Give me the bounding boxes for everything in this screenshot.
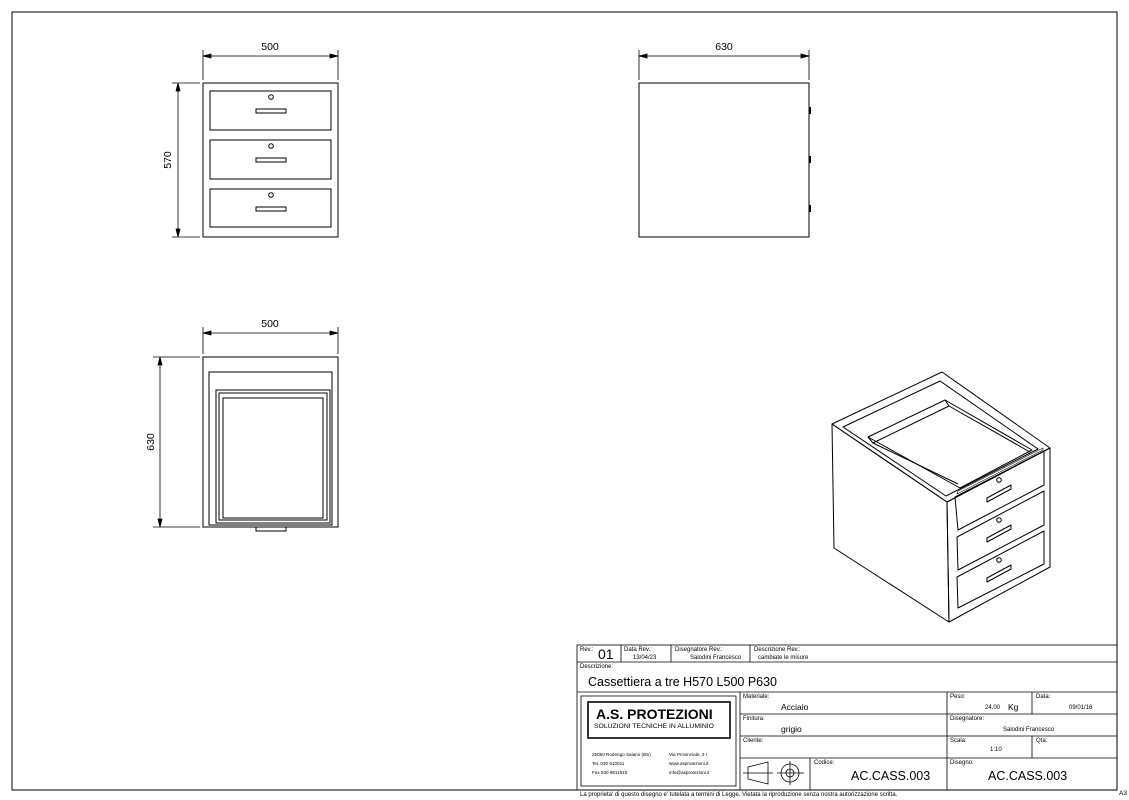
rev-date-label: Data Rev.:: [624, 647, 652, 653]
company-name: A.S. PROTEZIONI: [596, 706, 713, 722]
rev-value: 01: [598, 646, 614, 662]
company-fax: Fax 030 6811915: [592, 770, 628, 775]
title-block-grid: [576, 644, 1118, 791]
date-value: 09/01/16: [1069, 705, 1093, 711]
company-tel: Tel. 030 610011: [592, 761, 625, 766]
company-tagline: SOLUZIONI TECNICHE IN ALLUMINIO: [594, 723, 714, 730]
side-view-handles: [809, 107, 811, 212]
scale-value: 1:10: [990, 747, 1002, 753]
rev-label: Rev.:: [580, 647, 594, 653]
front-width-label: 500: [261, 41, 279, 53]
code-label: Codice:: [814, 760, 835, 766]
drawing-label: Disegno:: [950, 760, 974, 766]
qty-label: Qta:: [1036, 738, 1048, 744]
scale-label: Scala:: [950, 738, 967, 744]
side-depth-label: 630: [715, 41, 733, 53]
company-web: www.asprotezioni.it: [669, 761, 709, 766]
date-label: Data:: [1036, 694, 1051, 700]
code-value: AC.CASS.003: [851, 769, 931, 783]
material-value: Acciaio: [781, 702, 809, 712]
company-email: info@asprotezioni.it: [669, 770, 710, 775]
front-width-dimension: [202, 50, 339, 80]
rev-designer-label: Disegnatore Rev.:: [675, 647, 723, 653]
designer-value: Salodini Francesco: [1003, 727, 1055, 733]
top-view: [202, 356, 339, 532]
top-depth-label: 630: [145, 433, 157, 451]
front-height-dimension: [172, 82, 200, 238]
front-height-label: 570: [162, 151, 174, 169]
sheet-size: A3: [1119, 790, 1127, 797]
description-value: Cassettiera a tre H570 L500 P630: [588, 675, 778, 689]
material-label: Materiale:: [743, 694, 770, 700]
company-city: 25050 Rodengo Saiano (BS): [592, 752, 651, 757]
designer-label: Disegnatore:: [950, 716, 985, 722]
isometric-view: [831, 371, 1051, 623]
finish-label: Finitura:: [743, 716, 765, 722]
drawing-value: AC.CASS.003: [988, 769, 1068, 783]
side-depth-dimension: [638, 50, 810, 80]
weight-unit: Kg: [1008, 702, 1019, 712]
client-label: Cliente:: [743, 738, 764, 744]
rev-description-value: cambiate le misure: [758, 655, 809, 661]
rev-description-label: Descrizione Rev.:: [754, 647, 801, 653]
footer-note: La proprieta' di questo disegno e' tutel…: [580, 792, 898, 798]
front-view: [202, 82, 339, 238]
top-depth-dimension: [153, 356, 200, 528]
top-width-label: 500: [261, 318, 279, 330]
top-width-dimension: [202, 327, 339, 354]
rev-designer-value: Salodini Francesco: [690, 655, 742, 661]
rev-date-value: 13/04/23: [633, 655, 657, 661]
projection-symbol-icon: [743, 761, 804, 785]
company-street: Via Provinciale, 3 I: [669, 752, 707, 757]
finish-value: grigio: [781, 724, 802, 734]
weight-value: 24,00: [985, 705, 1001, 711]
side-view: [638, 82, 810, 238]
weight-label: Peso:: [950, 694, 966, 700]
sheet-border: [11, 11, 1118, 791]
description-label: Descrizione:: [580, 664, 614, 670]
